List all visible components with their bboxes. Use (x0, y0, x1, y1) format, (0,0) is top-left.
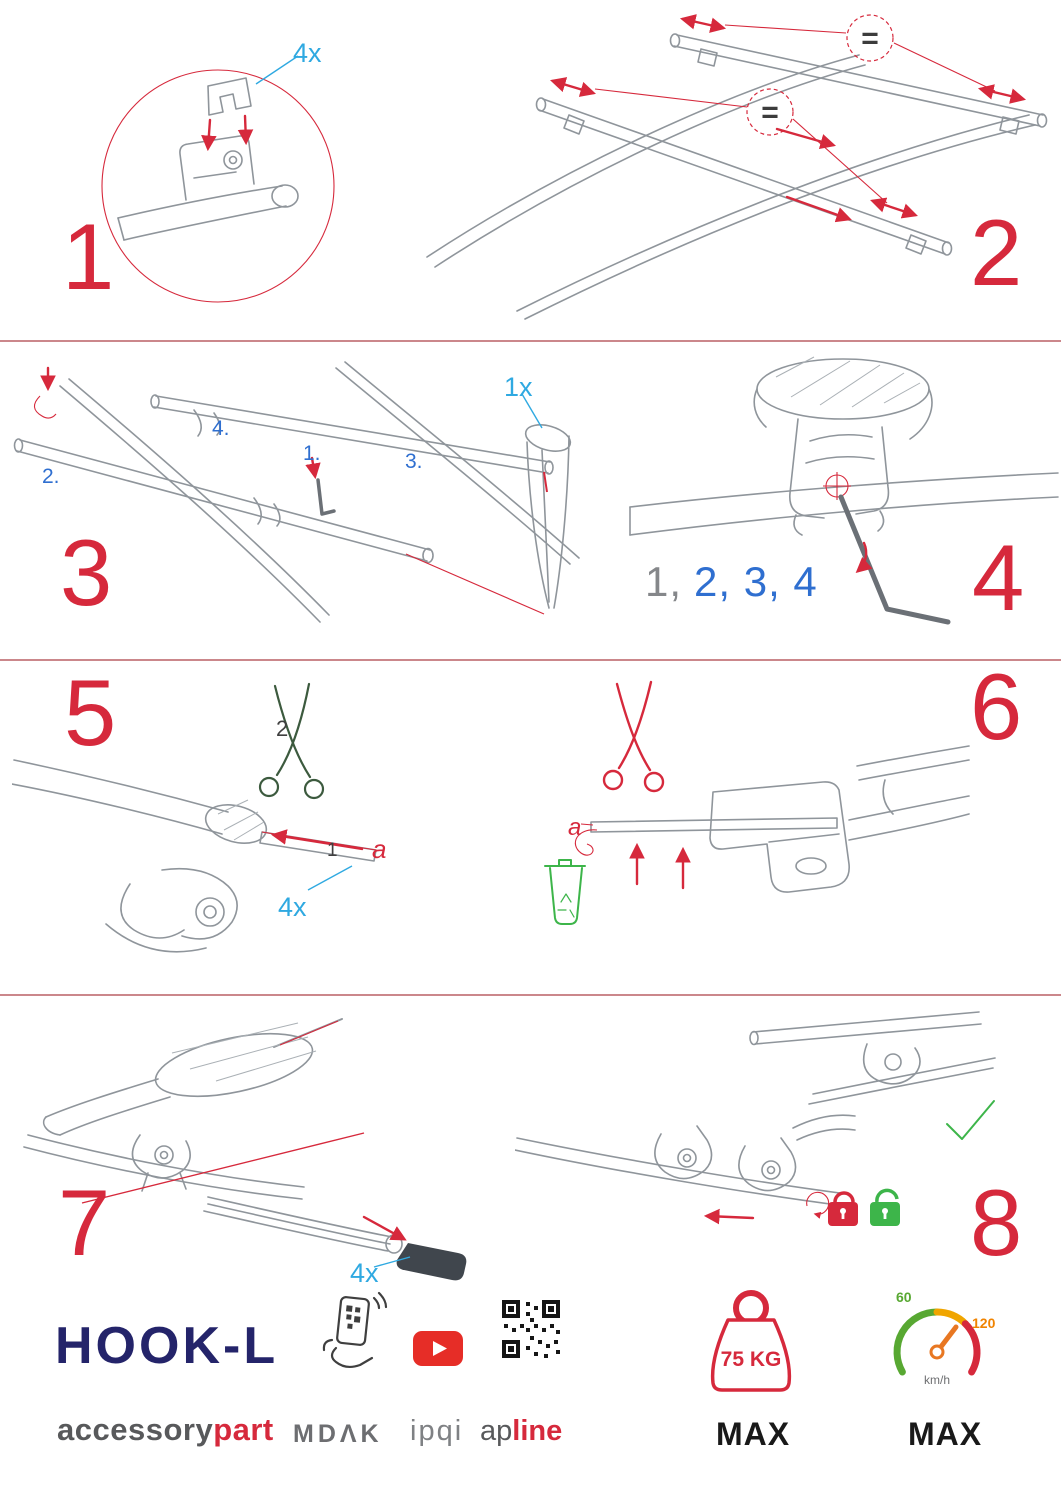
equals-sign: = (861, 22, 879, 55)
step1-qty-label: 4x (293, 38, 322, 68)
step8-diagram (515, 1011, 996, 1226)
step1-number: 1 (62, 204, 114, 309)
logo-apline: apline (480, 1415, 562, 1448)
step5-diagram (12, 682, 377, 953)
scissors-icon (602, 680, 665, 793)
step3-number: 3 (60, 520, 112, 625)
weight-max-label: MAX (716, 1416, 791, 1452)
brand-prefix: accessory (57, 1412, 214, 1447)
allen-key (838, 494, 951, 625)
logo-ipqi: ipqi (410, 1415, 464, 1447)
brand-suffix: part (213, 1412, 274, 1447)
allen-key (316, 478, 336, 516)
step7-diagram (23, 1018, 467, 1281)
step7-number: 7 (58, 1170, 110, 1275)
step2-diagram: = = (426, 14, 1048, 320)
step3-sub-1: 1. (303, 442, 321, 465)
equals-sign: = (761, 96, 779, 129)
step5-number: 5 (64, 660, 116, 765)
logo-ap-prefix: ap (480, 1415, 513, 1447)
speed-gauge-icon: 60 120 km/h (893, 1289, 996, 1387)
section-divider (0, 340, 1061, 342)
step3-qty-label: 1x (504, 372, 533, 402)
step5-label-1: 1 (327, 840, 338, 861)
step6-diagram (544, 680, 970, 925)
speed-high: 120 (972, 1315, 996, 1331)
step6-label-a: a (568, 814, 582, 841)
section-divider (0, 994, 1061, 996)
equals-badge: = (846, 14, 894, 62)
product-title: HOOK-L (55, 1317, 279, 1375)
unlocked-padlock-icon (870, 1188, 900, 1226)
step5-label-a: a (372, 834, 387, 864)
step2-number: 2 (970, 200, 1022, 305)
step4-diagram (629, 356, 1059, 625)
speed-low: 60 (896, 1289, 912, 1305)
step5-qty-label: 4x (278, 892, 307, 922)
check-icon (946, 1100, 995, 1140)
end-cap (396, 1243, 467, 1281)
step3-sub-3: 3. (405, 450, 423, 473)
step5-label-2: 2 (276, 716, 289, 741)
step8-number: 8 (970, 1170, 1022, 1275)
step1-diagram (101, 55, 335, 303)
step3-sub-4: 4. (212, 417, 230, 440)
step3-sub-2: 2. (42, 465, 60, 488)
scissors-icon (258, 682, 325, 800)
sequence-todo: 2, 3, 4 (694, 558, 818, 605)
brand-logo: accessorypart (57, 1412, 274, 1448)
logo-mdak: MDΛK (293, 1420, 383, 1448)
section-divider (0, 659, 1061, 661)
phone-scanning-qr-icon (322, 1291, 388, 1369)
locked-padlock-icon (828, 1191, 858, 1226)
sequence-done: 1, (645, 558, 683, 605)
logo-ap-suffix: line (512, 1415, 563, 1447)
youtube-play-icon (413, 1331, 463, 1366)
weight-kettlebell-icon: 75 KG (710, 1290, 792, 1392)
qr-code (502, 1300, 560, 1358)
weight-value: 75 KG (721, 1348, 782, 1371)
step6-number: 6 (970, 654, 1022, 759)
trash-bin-icon (544, 859, 586, 925)
step7-qty-label: 4x (350, 1258, 379, 1288)
equals-badge: = (746, 88, 794, 136)
step4-sequence: 1,2, 3, 4 (645, 558, 818, 606)
speed-max-label: MAX (908, 1416, 983, 1452)
speed-unit: km/h (924, 1373, 950, 1387)
step3-diagram (13, 361, 580, 623)
step4-number: 4 (972, 525, 1024, 630)
